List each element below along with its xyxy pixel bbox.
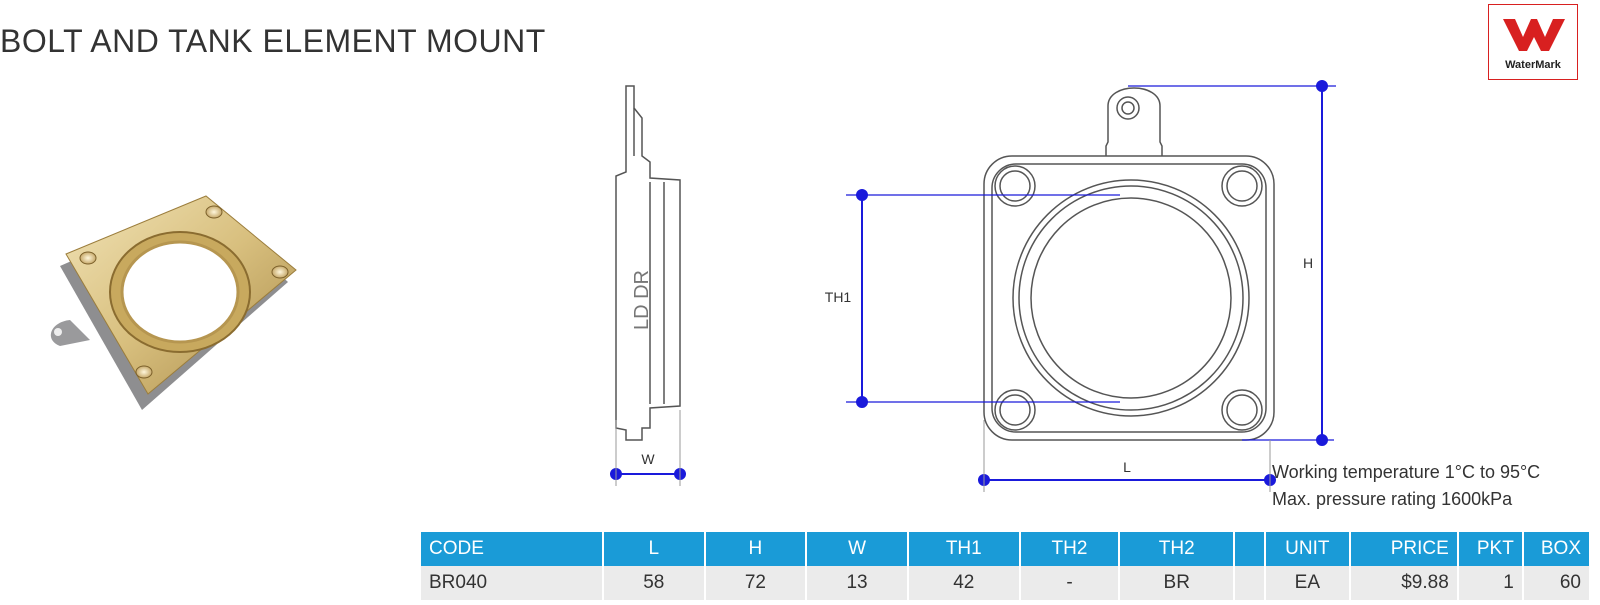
cell-th2-material: BR (1119, 566, 1236, 600)
watermark-badge: WaterMark (1488, 4, 1578, 80)
product-table: CODE L H W TH1 TH2 TH2 UNIT PRICE PKT BO… (421, 532, 1592, 600)
cell-th2: - (1019, 566, 1121, 600)
col-th2-material: TH2 (1119, 532, 1236, 566)
cell-unit: EA (1264, 566, 1352, 600)
specifications: Working temperature 1°C to 95°C Max. pre… (1272, 459, 1540, 513)
col-w: W (806, 532, 909, 566)
dimension-th1-label: TH1 (825, 289, 852, 305)
col-l: L (602, 532, 706, 566)
dimension-w-label: W (641, 451, 655, 467)
cell-box: 60 (1522, 566, 1592, 600)
spec-temperature: Working temperature 1°C to 95°C (1272, 462, 1541, 482)
table-header-row: CODE L H W TH1 TH2 TH2 UNIT PRICE PKT BO… (421, 532, 1592, 566)
col-th2: TH2 (1019, 532, 1121, 566)
col-box: BOX (1522, 532, 1592, 566)
cell-l: 58 (602, 566, 706, 600)
cell-code: BR040 (421, 566, 604, 600)
col-blank (1234, 532, 1266, 566)
spec-pressure: Max. pressure rating 1600kPa (1272, 489, 1513, 509)
col-h: H (704, 532, 808, 566)
col-code: CODE (421, 532, 604, 566)
col-pkt: PKT (1457, 532, 1524, 566)
page-title: BOLT AND TANK ELEMENT MOUNT (0, 23, 546, 60)
cell-th1: 42 (907, 566, 1021, 600)
cell-h: 72 (704, 566, 808, 600)
technical-drawing: LD DR W L H TH1 (610, 80, 1336, 492)
side-view-marking: LD DR (631, 270, 653, 330)
product-photo (50, 195, 297, 410)
watermark-label: WaterMark (1505, 59, 1561, 71)
dimension-l-label: L (1123, 459, 1131, 475)
cell-price: $9.88 (1350, 566, 1459, 600)
dimension-h-label: H (1303, 255, 1313, 271)
col-th1: TH1 (907, 532, 1021, 566)
col-price: PRICE (1350, 532, 1459, 566)
cell-pkt: 1 (1457, 566, 1524, 600)
cell-w: 13 (806, 566, 909, 600)
table-row: BR040 58 72 13 42 - BR EA $9.88 1 60 (421, 566, 1592, 600)
col-unit: UNIT (1264, 532, 1352, 566)
cell-blank (1234, 566, 1266, 600)
watermark-logo-icon (1503, 19, 1565, 51)
